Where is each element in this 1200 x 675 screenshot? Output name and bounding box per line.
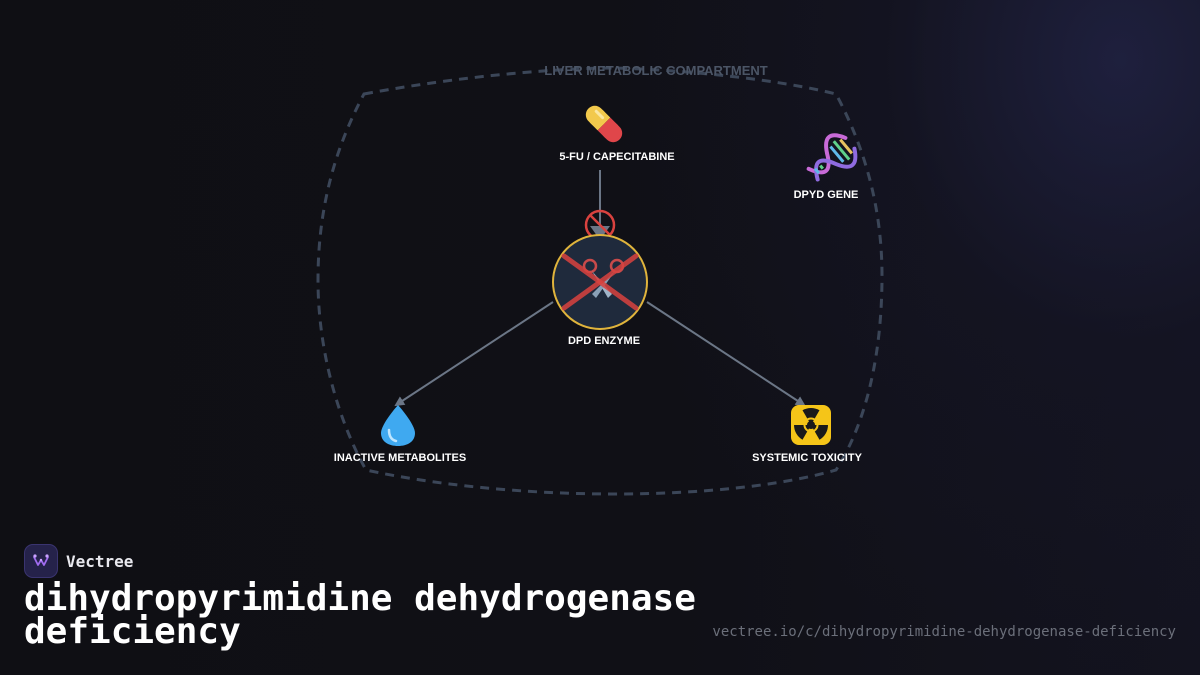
droplet-icon (381, 405, 415, 446)
enzyme-node (552, 234, 648, 330)
page-title: dihydropyrimidine dehydrogenase deficien… (24, 578, 696, 652)
radioactive-icon (791, 405, 831, 445)
edge-enzyme-to-toxicity (646, 301, 806, 407)
compartment-label: LIVER METABOLIC COMPARTMENT (544, 63, 767, 78)
toxicity-label: SYSTEMIC TOXICITY (752, 452, 862, 464)
compartment-boundary (316, 66, 884, 496)
brand[interactable]: Vectree (24, 544, 133, 578)
vectree-logo-icon (24, 544, 58, 578)
metabolites-label: INACTIVE METABOLITES (334, 452, 466, 464)
page-url[interactable]: vectree.io/c/dihydropyrimidine-dehydroge… (712, 624, 1176, 640)
edge-enzyme-to-metabolites (394, 301, 554, 407)
dna-icon (806, 133, 858, 182)
pill-icon (585, 105, 623, 143)
enzyme-label: DPD ENZYME (568, 335, 640, 347)
brand-name: Vectree (66, 551, 134, 571)
gene-label: DPYD GENE (794, 189, 859, 201)
drug-label: 5-FU / CAPECITABINE (559, 151, 674, 163)
inhibited-cross (561, 253, 639, 311)
